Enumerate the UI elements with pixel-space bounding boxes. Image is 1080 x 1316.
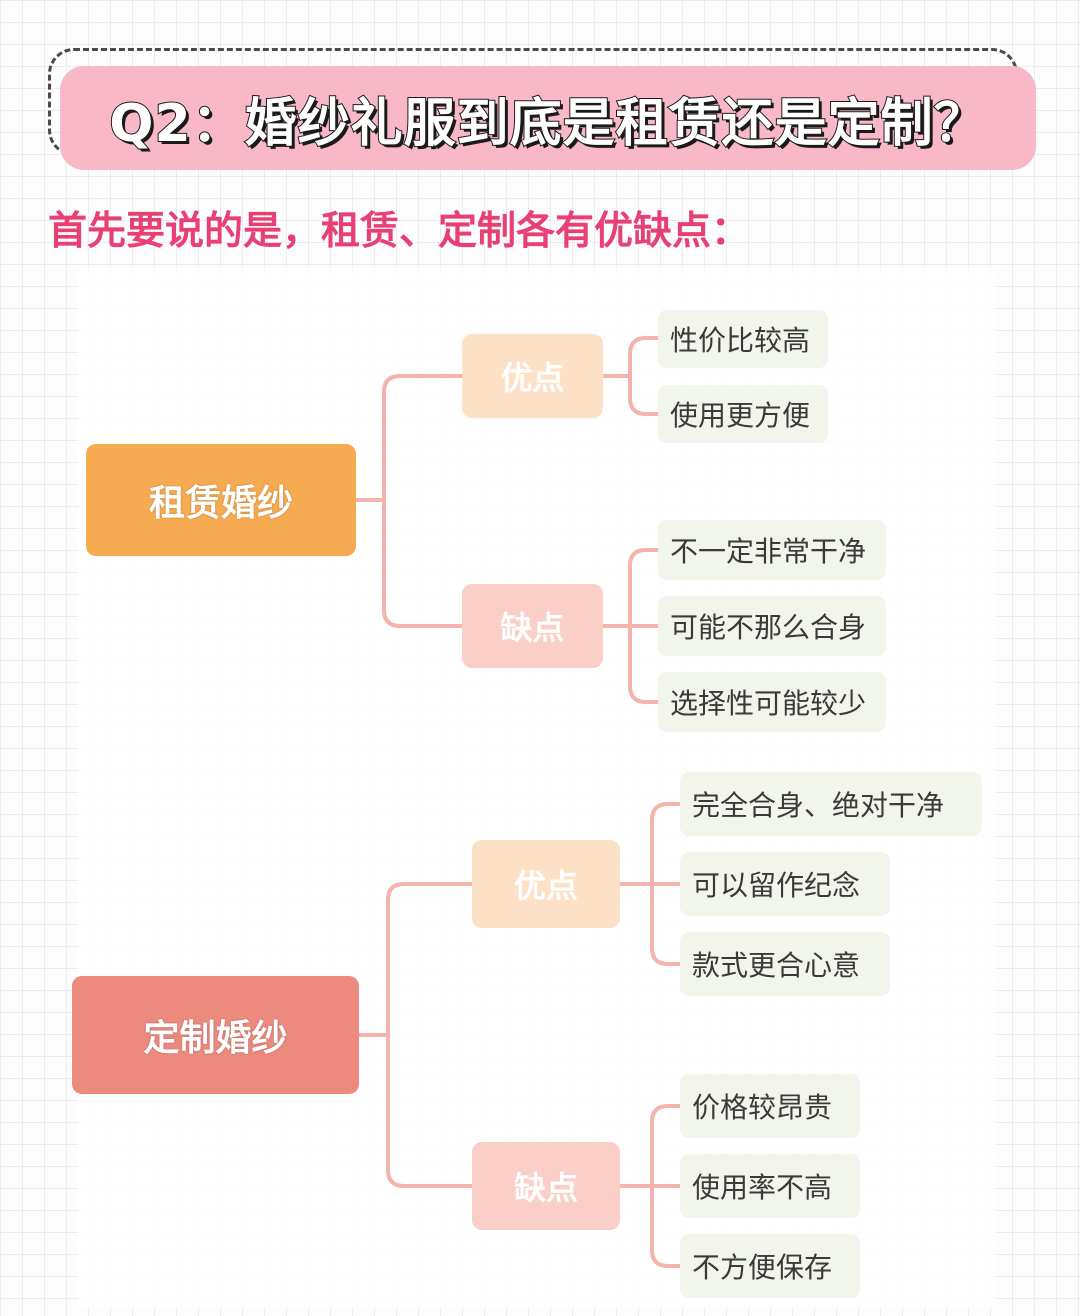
page-title: Q2：婚纱礼服到底是租赁还是定制？ xyxy=(108,93,987,155)
connector-rent-pro-leaves xyxy=(601,336,660,416)
node-custom-pros: 优点 xyxy=(472,840,620,928)
leaf-custom-pro-2: 可以留作纪念 xyxy=(680,852,890,916)
title-banner xyxy=(60,66,1036,170)
node-rental-pros: 优点 xyxy=(462,334,603,418)
leaf-rental-pro-1: 性价比较高 xyxy=(658,310,828,368)
leaf-rental-con-3: 选择性可能较少 xyxy=(658,672,886,732)
leaf-rental-pro-2: 使用更方便 xyxy=(658,385,828,443)
node-rental-cons: 缺点 xyxy=(462,584,603,668)
connector-rent-con-leaves xyxy=(601,548,660,704)
leaf-custom-con-1: 价格较昂贵 xyxy=(680,1074,860,1138)
leaf-custom-pro-3: 款式更合心意 xyxy=(680,932,890,996)
connector-custom-split xyxy=(386,882,474,1188)
node-custom-cons: 缺点 xyxy=(472,1142,620,1230)
leaf-rental-con-1: 不一定非常干净 xyxy=(658,520,886,580)
leaf-custom-con-3: 不方便保存 xyxy=(680,1234,860,1298)
leaf-rental-con-2: 可能不那么合身 xyxy=(658,596,886,656)
node-custom-wedding-dress: 定制婚纱 xyxy=(72,976,359,1094)
connector-rent-split xyxy=(382,374,464,628)
node-rental-wedding-dress: 租赁婚纱 xyxy=(86,444,356,556)
leaf-custom-con-2: 使用率不高 xyxy=(680,1154,860,1218)
intro-subtitle: 首先要说的是，租赁、定制各有优缺点： xyxy=(48,209,751,254)
leaf-custom-pro-1: 完全合身、绝对干净 xyxy=(680,772,982,836)
connector-custom-con-leaves xyxy=(618,1104,682,1268)
connector-custom-pro-leaves xyxy=(618,802,682,966)
